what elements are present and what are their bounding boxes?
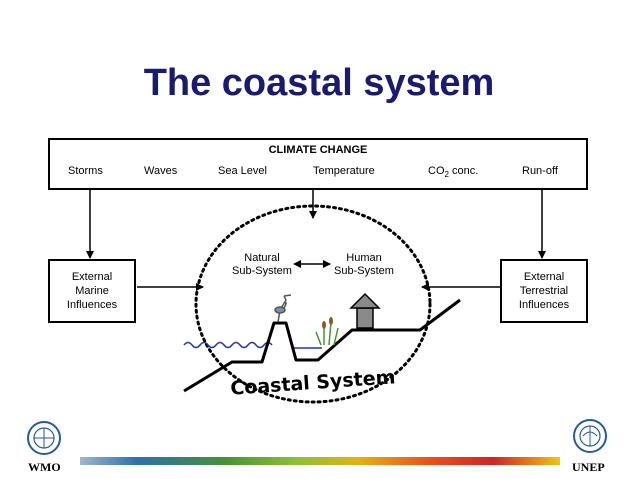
co2-subscript: 2 xyxy=(444,170,449,180)
water-waves xyxy=(183,341,273,349)
factor-co2: CO2 conc. xyxy=(428,165,478,179)
coastal-system-label: Coastal System xyxy=(230,366,396,399)
marine-line-2: Marine xyxy=(75,285,109,297)
climate-change-heading: CLIMATE CHANGE xyxy=(268,144,368,156)
natural-line-1: Natural xyxy=(244,252,280,264)
wmo-label: WMO xyxy=(28,460,61,474)
human-line-2: Sub-System xyxy=(334,265,394,277)
external-terrestrial-box: External Terrestrial Influences xyxy=(500,259,588,323)
terrestrial-line-3: Influences xyxy=(518,299,570,311)
factor-run-off: Run-off xyxy=(522,165,558,177)
coastline-profile xyxy=(183,298,461,393)
heron-icon xyxy=(274,294,292,323)
natural-subsystem-label: Natural Sub-System xyxy=(222,252,302,278)
climate-change-box: CLIMATE CHANGE Storms Waves Sea Level Te… xyxy=(48,138,588,190)
factor-storms: Storms xyxy=(68,165,103,177)
unep-logo-icon xyxy=(573,419,607,453)
human-line-1: Human xyxy=(346,252,382,264)
page-title: The coastal system xyxy=(143,62,495,104)
factor-waves: Waves xyxy=(144,165,178,177)
natural-line-2: Sub-System xyxy=(232,265,292,277)
reeds-icon xyxy=(315,317,339,346)
color-stripe xyxy=(80,457,560,465)
marine-line-3: Influences xyxy=(66,299,118,311)
factor-temperature: Temperature xyxy=(313,165,375,177)
wmo-logo-icon xyxy=(27,421,61,455)
terrestrial-line-1: External xyxy=(523,271,565,283)
unep-label: UNEP xyxy=(572,460,605,474)
external-marine-box: External Marine Influences xyxy=(48,259,136,323)
co2-text: CO xyxy=(428,165,445,177)
co2-suffix: conc. xyxy=(448,165,479,177)
house-icon xyxy=(349,292,381,329)
marine-line-1: External xyxy=(71,271,113,283)
human-subsystem-label: Human Sub-System xyxy=(324,252,404,278)
factor-sea-level: Sea Level xyxy=(218,165,267,177)
terrestrial-line-2: Terrestrial xyxy=(519,285,569,297)
